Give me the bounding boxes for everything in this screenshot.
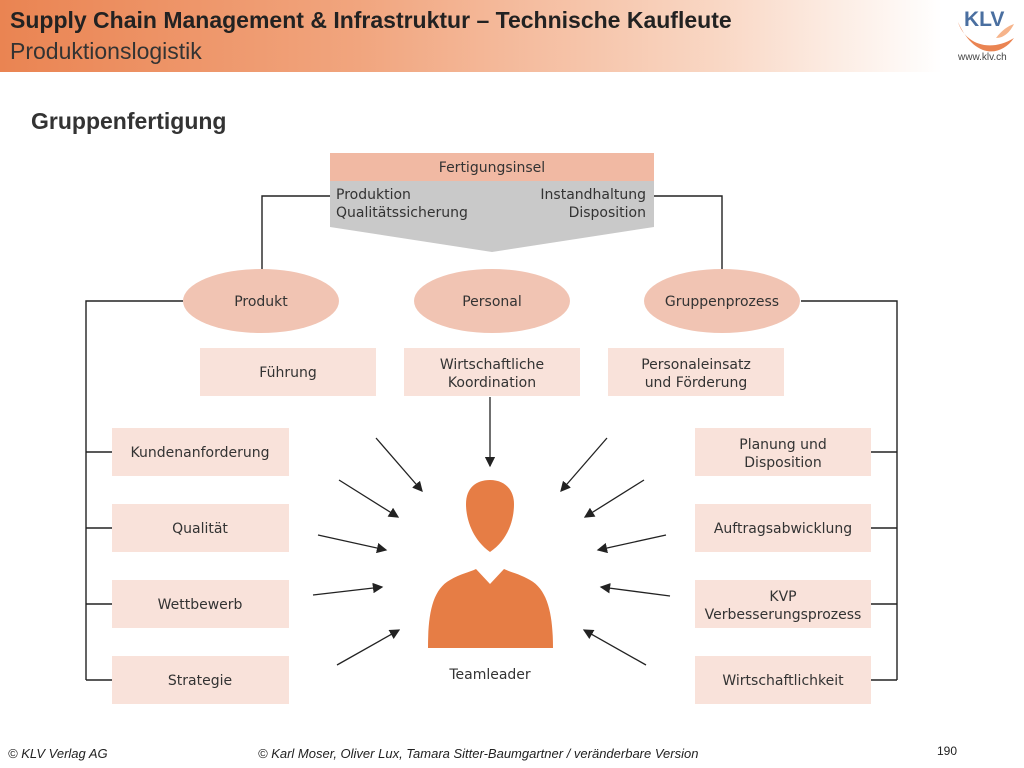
box-kvp-line-2: Verbesserungsprozess: [705, 607, 862, 623]
connector-left-bracket: [85, 300, 183, 680]
ellipse-produkt-label: Produkt: [234, 294, 288, 310]
arrow-left-5: [336, 629, 401, 666]
ellipse-personal-label: Personal: [462, 294, 522, 310]
ellipse-gruppenprozess-label: Gruppenprozess: [665, 294, 779, 310]
box-planung-disposition-line-1: Planung und: [739, 437, 827, 453]
box-kundenanforderung: [112, 428, 289, 476]
box-auftragsabwicklung: [695, 504, 871, 552]
box-fuehrung: [200, 348, 376, 396]
ellipse-personal: [414, 269, 570, 333]
box-wirtschaftliche-koordination: [404, 348, 580, 396]
arrow-right-2: [583, 479, 645, 518]
logo-swoosh: [958, 22, 1014, 52]
box-personaleinsatz: [608, 348, 784, 396]
person-head: [466, 480, 514, 552]
box-wirtschaftliche-koordination-line-1: Wirtschaftliche: [440, 357, 544, 373]
page-number: 190: [937, 744, 958, 758]
top-left-line-2: Qualitätssicherung: [336, 205, 468, 221]
fertigungsinsel-header: [330, 153, 654, 181]
arrow-left-2: [338, 479, 400, 518]
box-auftragsabwicklung-label: Auftragsabwicklung: [714, 521, 852, 537]
klv-logo: KLV: [958, 8, 1014, 52]
connector-right-bracket: [801, 300, 898, 680]
arrows: [312, 397, 671, 666]
box-wettbewerb: [112, 580, 289, 628]
box-kundenanforderung-label: Kundenanforderung: [131, 445, 270, 461]
ellipse-produkt: [183, 269, 339, 333]
box-planung-disposition-line-2: Disposition: [744, 455, 821, 471]
box-wirtschaftliche-koordination-line-2: Koordination: [448, 375, 536, 391]
box-qualitaet-label: Qualität: [172, 521, 228, 537]
fertigungsinsel-panel: [330, 181, 654, 252]
arrow-right-4: [599, 583, 671, 597]
box-strategie-label: Strategie: [168, 673, 232, 689]
logo-swoosh-inner: [996, 24, 1014, 38]
box-planung-disposition: [695, 428, 871, 476]
arrow-right-5: [582, 629, 647, 666]
ellipse-gruppenprozess: [644, 269, 800, 333]
box-personaleinsatz-line-1: Personaleinsatz: [641, 357, 751, 373]
header-bar: Supply Chain Management & Infrastruktur …: [0, 0, 1024, 72]
connector-top-right: [654, 195, 723, 272]
top-right-line-1: Instandhaltung: [540, 187, 646, 203]
teamleader-person-icon: [428, 480, 553, 648]
box-kvp: [695, 580, 871, 628]
arrow-left-4: [312, 582, 384, 596]
box-qualitaet: [112, 504, 289, 552]
section-title: Gruppenfertigung: [31, 108, 227, 134]
top-right-line-2: Disposition: [569, 205, 646, 221]
arrow-left-3: [317, 534, 388, 554]
connector-lines: [85, 195, 898, 681]
footer-copyright: © KLV Verlag AG: [8, 746, 108, 761]
box-wirtschaftlichkeit-label: Wirtschaftlichkeit: [722, 673, 844, 689]
teamleader-label: Teamleader: [448, 667, 531, 683]
box-kvp-line-1: KVP: [769, 589, 796, 605]
logo-url: www.klv.ch: [958, 52, 1007, 63]
fertigungsinsel-label: Fertigungsinsel: [439, 160, 545, 176]
page-title: Supply Chain Management & Infrastruktur …: [10, 7, 732, 33]
arrow-left-1: [375, 437, 423, 492]
box-personaleinsatz-line-2: und Förderung: [645, 375, 748, 391]
person-body: [428, 569, 553, 648]
box-fuehrung-label: Führung: [259, 365, 316, 381]
top-left-line-1: Produktion: [336, 187, 411, 203]
arrow-right-3: [596, 534, 667, 554]
page-subtitle: Produktionslogistik: [10, 38, 202, 64]
arrow-right-1: [560, 437, 608, 492]
box-wettbewerb-label: Wettbewerb: [158, 597, 243, 613]
box-wirtschaftlichkeit: [695, 656, 871, 704]
connector-top-left: [261, 195, 330, 272]
footer-authors: © Karl Moser, Oliver Lux, Tamara Sitter-…: [258, 746, 699, 761]
box-strategie: [112, 656, 289, 704]
logo-text: KLV: [964, 8, 1004, 31]
